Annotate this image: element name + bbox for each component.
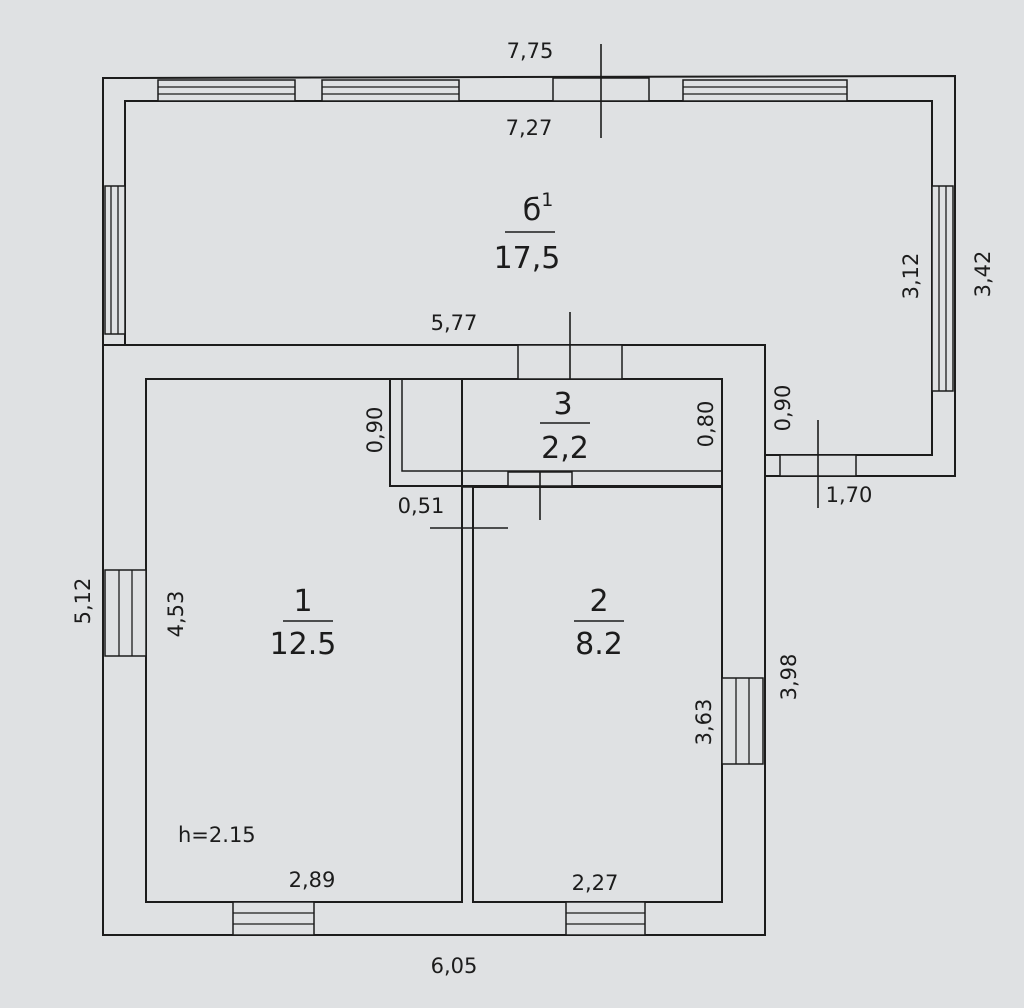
dim-room1-height: 4,53 [164,591,188,638]
room-b1-sup: 1 [541,189,553,211]
room-b1-number: б [523,193,542,228]
dim-room2-right: 3,63 [692,699,716,746]
dim-partition: 0,51 [398,494,445,518]
veranda-inner-wall [124,100,933,456]
svg-text:б1: б1 [523,189,554,228]
room-b1-area: 17,5 [494,241,561,276]
house-outer-wall [102,344,766,936]
dim-veranda-right-inner: 3,12 [899,253,923,300]
room-2-number: 2 [589,584,608,619]
dim-room2-bottom: 2,27 [572,871,619,895]
dim-room3-right: 0,80 [694,401,718,448]
room-b1-label: б1 17,5 [494,189,561,276]
dim-bottom-outer: 6,05 [431,954,478,978]
windows [104,79,954,936]
dim-veranda-right-outer: 3,42 [971,251,995,298]
openings [507,77,857,487]
dim-top-outer: 7,75 [507,39,554,63]
dim-left-outer: 5,12 [71,578,95,625]
room-3-area: 2,2 [541,431,589,466]
room-1-area: 12.5 [270,627,337,662]
room-3-label: 3 2,2 [540,387,590,466]
window-room-1-bottom [232,901,315,936]
section-marks [430,44,819,529]
dim-right-outer: 3,98 [777,654,801,701]
window-room-1-left [104,569,147,657]
window-top-2 [321,79,460,102]
dim-veranda-inner-bottom: 5,77 [431,311,478,335]
dim-room1-bottom: 2,89 [289,868,336,892]
window-top-3 [682,79,848,102]
room-2-label: 2 8.2 [574,584,624,662]
dim-room3-left: 0,90 [363,407,387,454]
window-top-1 [157,79,296,102]
dim-right-small: 0,90 [771,385,795,432]
ceiling-height: h=2.15 [178,823,256,847]
dim-top-inner: 7,27 [506,116,553,140]
window-room-2-bottom [565,901,646,936]
room-1-label: 1 12.5 [270,584,337,662]
room-labels: б1 17,5 1 12.5 2 8.2 3 2,2 [270,189,624,662]
veranda-outer-wall [102,74,956,477]
window-veranda-right [931,185,954,392]
room-2-area: 8.2 [575,627,623,662]
window-room-2-right [721,677,764,765]
dimension-labels: 7,75 7,27 5,77 0,51 1,70 2,89 2,27 6,05 … [71,39,995,978]
room-2-wall [472,486,723,903]
room-1-number: 1 [293,584,312,619]
room-3-number: 3 [553,387,572,422]
veranda-walls [102,74,956,477]
window-veranda-left [104,185,126,335]
dim-right-lower: 1,70 [826,483,873,507]
